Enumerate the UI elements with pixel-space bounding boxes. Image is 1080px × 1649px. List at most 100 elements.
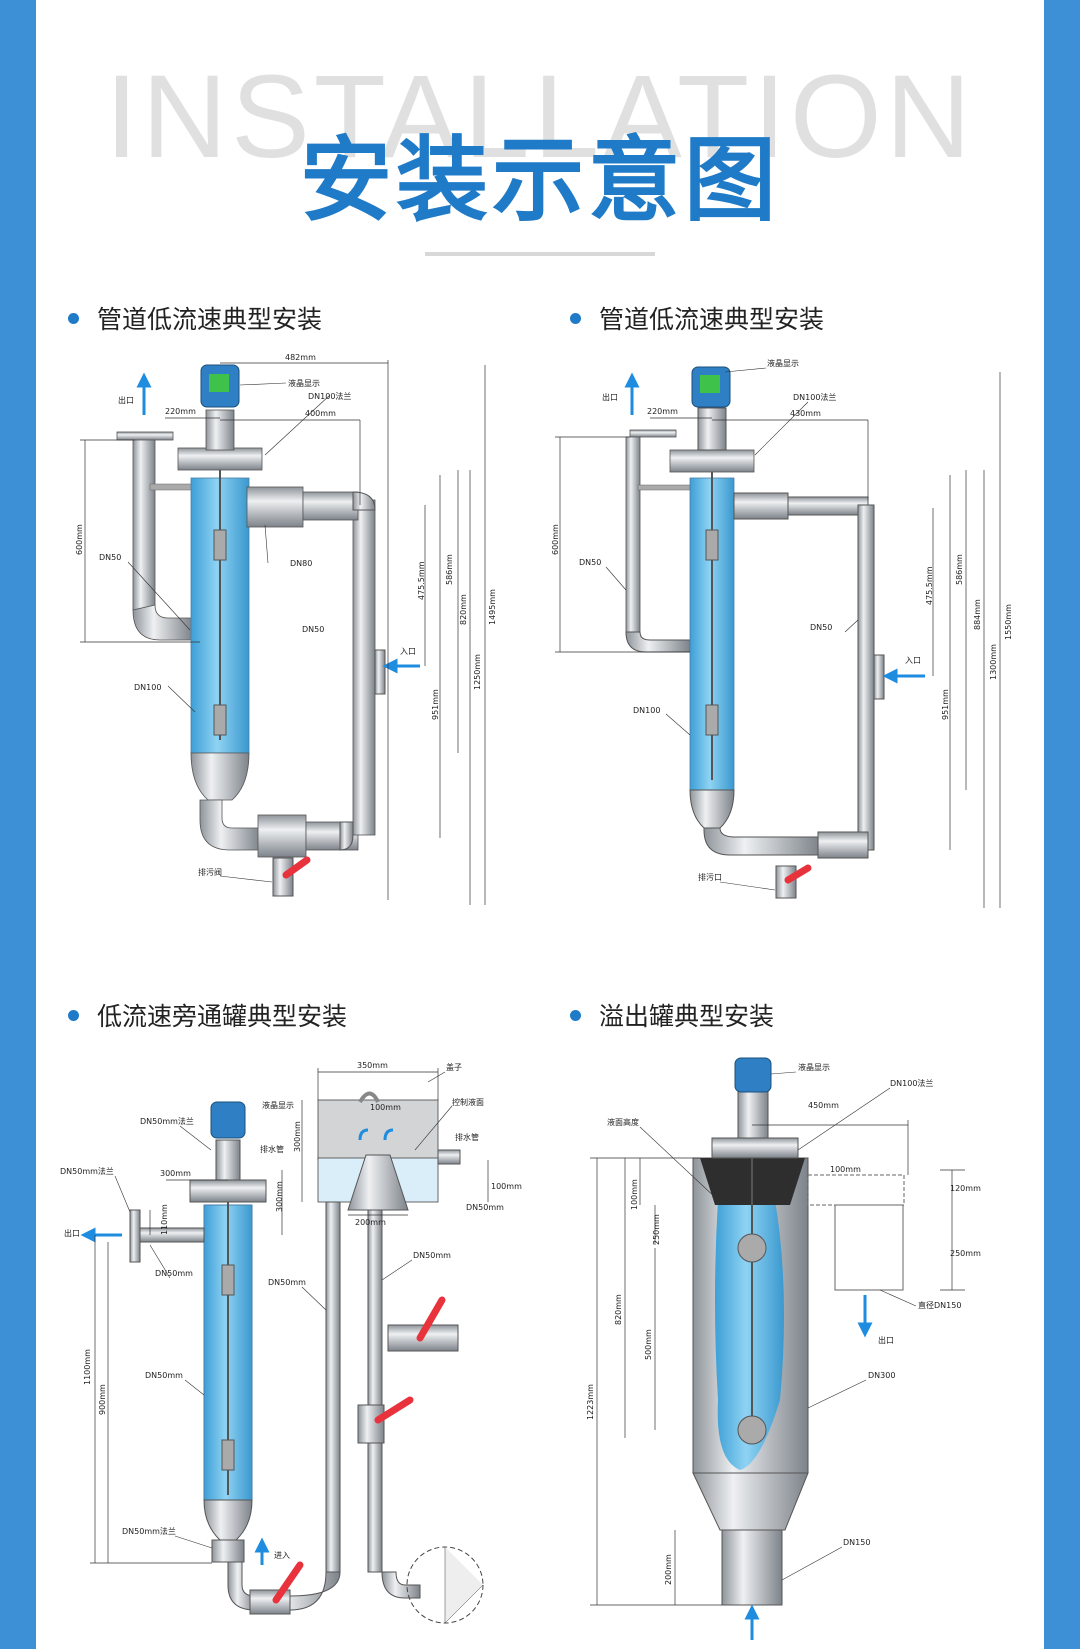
bottom-reducer: [257, 814, 307, 858]
pipe-size-label: DN50: [579, 558, 601, 567]
diagram-1: 482mm 220mm 400mm 600mm 475.5mm 586mm 82…: [75, 353, 497, 905]
transmitter-neck: [737, 1089, 769, 1139]
bullet-dot-icon: [68, 1009, 79, 1021]
dim-label: 100mm: [830, 1165, 861, 1174]
dim-label: 100mm: [630, 1179, 639, 1210]
connector-rod: [637, 484, 691, 491]
dim-label: 884mm: [973, 599, 982, 630]
outlet-flange: [116, 431, 174, 441]
lcd-screen: [209, 374, 229, 392]
inlet-valve-handle: [272, 1561, 304, 1604]
pipe-size-label: DN80: [290, 559, 312, 568]
drain-valve-handle: [282, 856, 311, 879]
main-flange: [669, 449, 755, 473]
section-heading-text: 管道低流速典型安装: [97, 305, 323, 334]
float-lower: [221, 1439, 235, 1471]
dim-label: 220mm: [165, 407, 196, 416]
side-outlet-pipe: [139, 1227, 205, 1243]
flange-label: DN50mm法兰: [140, 1116, 194, 1126]
outlet-label: 出口: [64, 1228, 80, 1238]
outlet-elbow: [625, 631, 691, 653]
main-flange: [177, 447, 263, 471]
dim-label: 951mm: [431, 689, 440, 720]
bypass-return-pipe: [367, 1209, 383, 1573]
dim-label: 250mm: [950, 1249, 981, 1258]
top-reducer: [246, 486, 304, 528]
pipe-size-label: DN50mm: [466, 1203, 504, 1212]
section-heading-text: 管道低流速典型安装: [599, 305, 825, 334]
section-heading-3: 低流速旁通罐典型安装: [68, 997, 347, 1033]
outlet-pipe: [625, 436, 641, 633]
drain-valve-body: [272, 857, 294, 897]
dim-label: 450mm: [808, 1101, 839, 1110]
float-upper: [737, 1233, 767, 1263]
dim-label: 586mm: [445, 554, 454, 585]
bullet-dot-icon: [570, 1009, 581, 1021]
section-heading-1: 管道低流速典型安装: [68, 300, 322, 336]
outlet-label: 出口: [878, 1335, 894, 1345]
drain-pipe-label: 排水管: [260, 1144, 284, 1154]
top-pipe: [787, 496, 869, 516]
outlet-pipe: [132, 439, 156, 611]
dim-label: 1495mm: [488, 589, 497, 625]
transmitter-neck: [697, 407, 727, 451]
bottom-flange: [211, 1539, 245, 1563]
flange-label: DN100法兰: [308, 391, 351, 401]
dim-label: 1550mm: [1004, 604, 1013, 640]
outlet-flange: [629, 429, 677, 438]
pipe-size-label: DN50mm: [155, 1269, 193, 1278]
float-lower: [737, 1415, 767, 1445]
header-background-word: INSTALLATION: [105, 51, 975, 183]
section-heading-4: 溢出罐典型安装: [570, 997, 774, 1033]
bullet-dot-icon: [68, 312, 79, 324]
bypass-tank: [317, 1099, 439, 1161]
column-cone: [203, 1499, 253, 1541]
dim-label: 300mm: [160, 1169, 191, 1178]
overflow-arrows-icon: [358, 1128, 394, 1141]
dim-label: 600mm: [75, 524, 84, 555]
lid-label: 盖子: [446, 1062, 462, 1072]
dim-label: 600mm: [551, 524, 560, 555]
float-upper: [705, 529, 719, 561]
bullet-dot-icon: [570, 312, 581, 324]
dim-label: 100mm: [491, 1182, 522, 1191]
pipe-size-label: DN50: [810, 623, 832, 632]
inlet-label: 进入: [274, 1551, 290, 1560]
valve-handle-upper: [416, 1296, 446, 1342]
lcd-label: 液晶显示: [262, 1100, 294, 1110]
pipe-size-label: DN50mm: [413, 1251, 451, 1260]
page-title: 安装示意图: [299, 127, 780, 234]
drain-pipe-label: 排水管: [455, 1132, 479, 1142]
dim-label: 300mm: [293, 1121, 302, 1152]
level-control-label: 控制液面: [452, 1097, 484, 1107]
column-cone: [689, 789, 735, 829]
float-upper: [221, 1264, 235, 1296]
dim-label: 200mm: [664, 1554, 673, 1585]
right-riser: [857, 504, 875, 851]
pipe-size-label: DN50mm: [268, 1278, 306, 1287]
detail-hatch: [444, 1547, 484, 1624]
pipe-size-label: DN150: [843, 1538, 870, 1547]
diameter-label: 直径DN150: [918, 1300, 961, 1310]
inlet-flange: [873, 654, 885, 700]
lcd-display-head: [210, 1101, 246, 1139]
outlet-label: 出口: [602, 392, 618, 402]
overflow-outlet-dashed: [807, 1174, 905, 1206]
dim-label: 475.5mm: [925, 566, 934, 605]
tank-lid-handle: [358, 1091, 380, 1104]
dim-label: 220mm: [647, 407, 678, 416]
side-outlet-flange: [129, 1209, 141, 1263]
lcd-label: 液晶显示: [798, 1062, 830, 1072]
tank-funnel: [347, 1154, 409, 1211]
bypass-down-pipe: [325, 1201, 341, 1573]
left-blue-bar: [0, 0, 36, 1649]
transmitter-neck: [205, 409, 235, 451]
dim-label: 1300mm: [989, 644, 998, 680]
liquid-level-label: 液面高度: [607, 1117, 639, 1127]
bottom-elbow: [199, 799, 261, 851]
lcd-screen: [700, 375, 720, 393]
float-lower: [705, 704, 719, 736]
pipe-size-label: DN300: [868, 1371, 895, 1380]
flange-label: DN50mm法兰: [122, 1526, 176, 1536]
